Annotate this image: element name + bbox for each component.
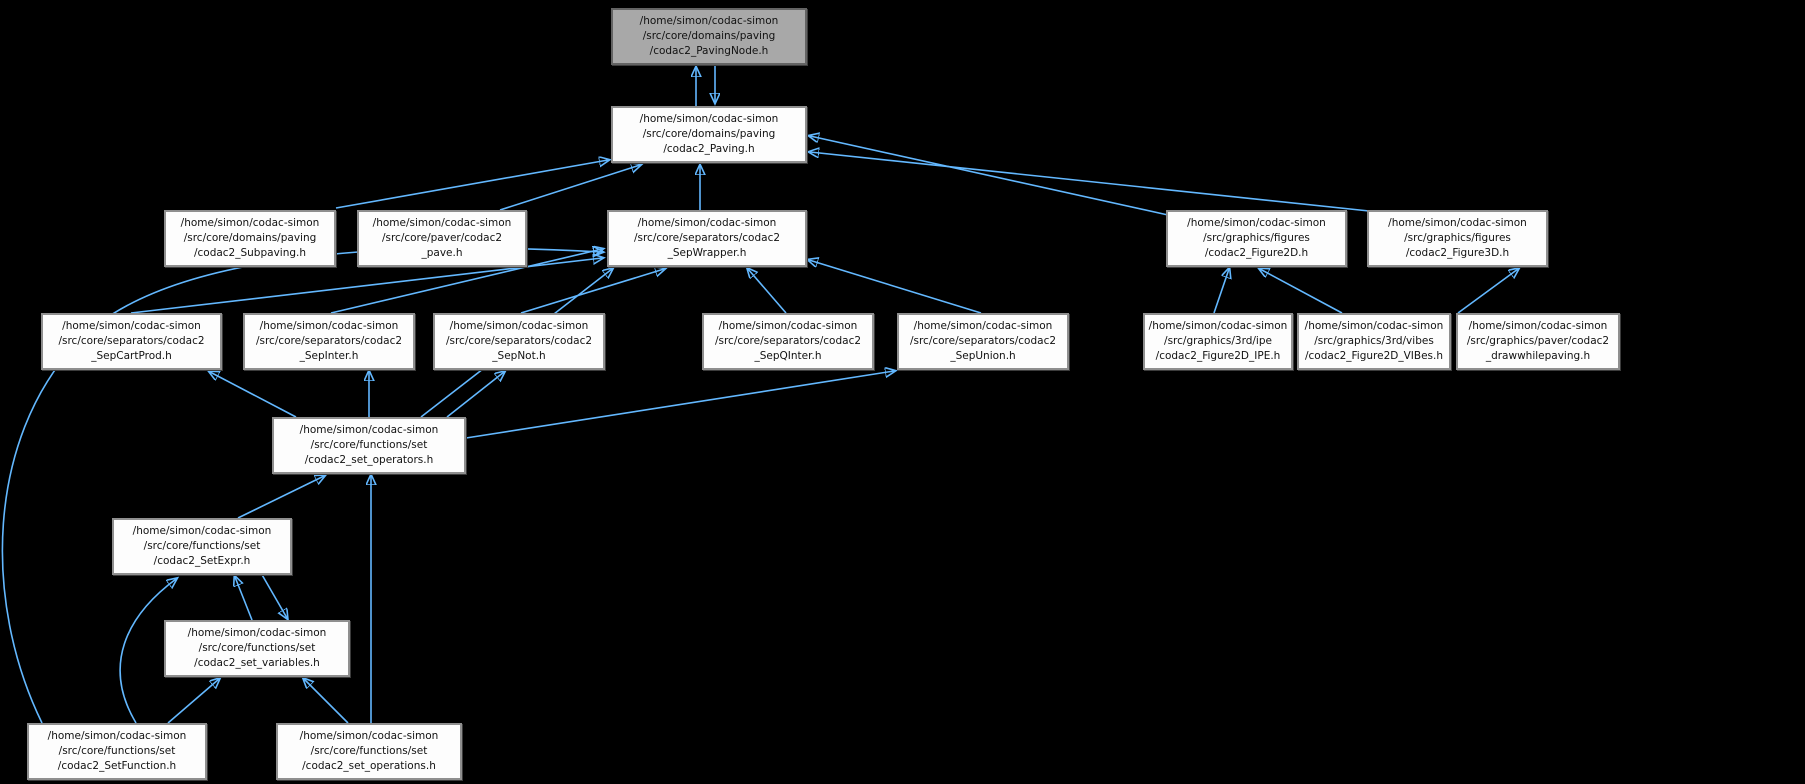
edge-set_operators-to-sepnot <box>446 372 504 418</box>
node-sepqinter[interactable]: /home/simon/codac-simon /src/core/separa… <box>702 313 874 370</box>
node-set-operations[interactable]: /home/simon/codac-simon /src/core/functi… <box>276 723 462 780</box>
edge-drawwhilepaving-to-figure3d <box>1457 269 1518 314</box>
node-drawwhilepaving[interactable]: /home/simon/codac-simon /src/graphics/pa… <box>1456 313 1620 370</box>
node-paving[interactable]: /home/simon/codac-simon /src/core/domain… <box>611 106 807 163</box>
edge-setfunction-to-set_variables <box>167 679 219 724</box>
node-figure2d-vibes[interactable]: /home/simon/codac-simon /src/graphics/3r… <box>1297 313 1451 370</box>
node-sepunion[interactable]: /home/simon/codac-simon /src/core/separa… <box>897 313 1069 370</box>
edge-sepinter-to-sepwrapper <box>330 249 602 314</box>
edge-figure2d-to-paving <box>810 136 1169 216</box>
edge-subpaving-to-paving <box>335 160 608 209</box>
edge-sepnot-to-sepwrapper <box>520 269 664 314</box>
node-pavingnode[interactable]: /home/simon/codac-simon /src/core/domain… <box>611 8 807 65</box>
edge-set_operators-to-sepunion <box>465 371 894 439</box>
node-setexpr[interactable]: /home/simon/codac-simon /src/core/functi… <box>112 518 292 575</box>
node-set-variables[interactable]: /home/simon/codac-simon /src/core/functi… <box>164 620 350 677</box>
edge-setexpr-to-set_variables <box>260 572 287 618</box>
edge-figure3d-to-paving <box>810 152 1370 212</box>
node-sepcartprod[interactable]: /home/simon/codac-simon /src/core/separa… <box>41 313 222 370</box>
edge-set_operators-to-sepcartprod <box>210 372 297 418</box>
node-pave[interactable]: /home/simon/codac-simon /src/core/paver/… <box>357 210 527 267</box>
edge-setfunction-to-setexpr <box>119 579 176 724</box>
edge-set_variables-to-setexpr <box>235 577 253 621</box>
edge-sepunion-to-sepwrapper <box>809 260 982 314</box>
edge-set_operations-to-set_variables <box>304 679 349 724</box>
edge-figure2d_ipe-to-figure2d <box>1213 269 1229 314</box>
edge-sepqinter-to-sepwrapper <box>748 269 787 314</box>
node-setfunction[interactable]: /home/simon/codac-simon /src/core/functi… <box>27 723 207 780</box>
node-sepwrapper[interactable]: /home/simon/codac-simon /src/core/separa… <box>607 210 807 267</box>
node-sepnot[interactable]: /home/simon/codac-simon /src/core/separa… <box>433 313 605 370</box>
node-set-operators[interactable]: /home/simon/codac-simon /src/core/functi… <box>272 417 466 474</box>
node-figure2d-ipe[interactable]: /home/simon/codac-simon /src/graphics/3r… <box>1143 313 1293 370</box>
edge-figure2d_vibes-to-figure2d <box>1260 269 1343 314</box>
edge-setexpr-to-set_operators <box>237 476 324 519</box>
node-sepinter[interactable]: /home/simon/codac-simon /src/core/separa… <box>243 313 415 370</box>
edge-pave-to-paving <box>499 165 640 211</box>
node-figure3d[interactable]: /home/simon/codac-simon /src/graphics/fi… <box>1367 210 1548 267</box>
node-figure2d[interactable]: /home/simon/codac-simon /src/graphics/fi… <box>1166 210 1347 267</box>
node-subpaving[interactable]: /home/simon/codac-simon /src/core/domain… <box>164 210 336 267</box>
